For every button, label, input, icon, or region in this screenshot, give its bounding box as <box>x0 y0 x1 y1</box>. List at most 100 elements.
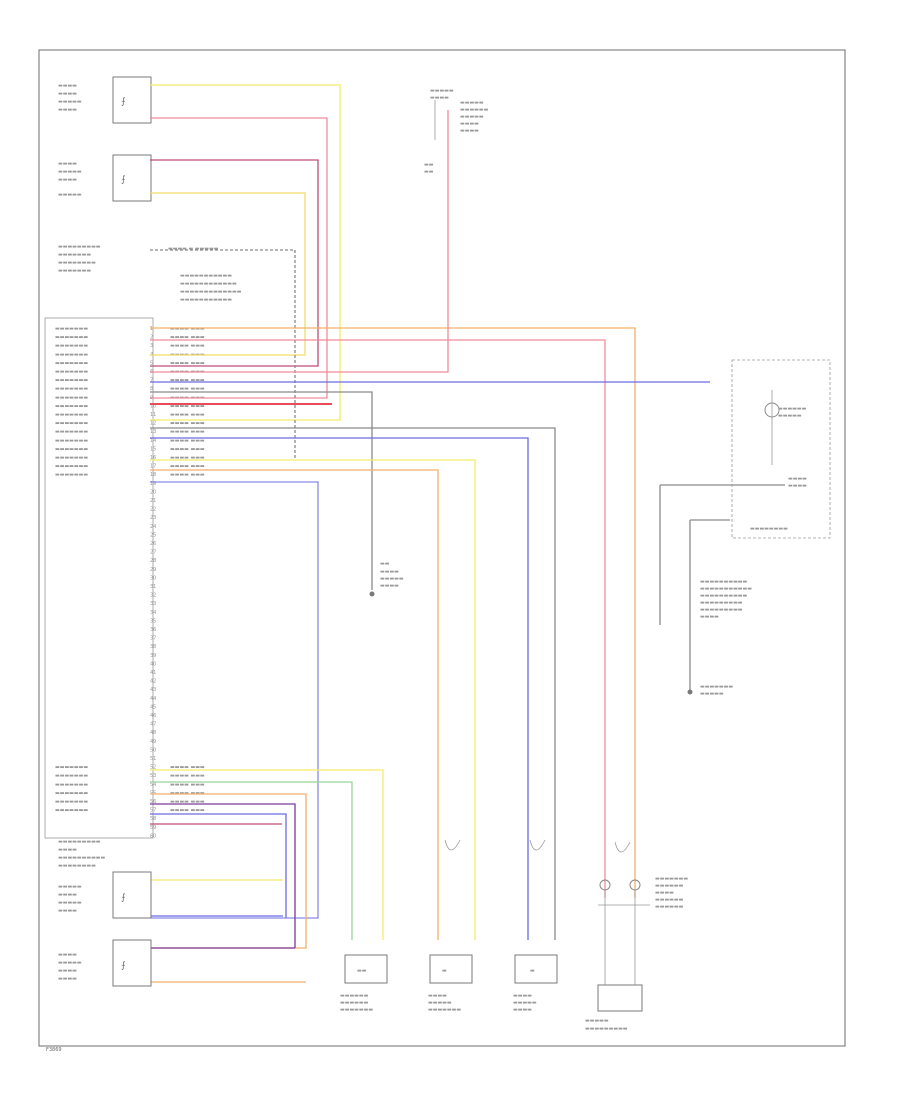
module-pin-number: 26 <box>150 541 156 547</box>
svg-text:▬▬▬▬▬: ▬▬▬▬▬ <box>513 1000 537 1006</box>
svg-text:▬▬▬▬▬▬▬▬▬: ▬▬▬▬▬▬▬▬▬ <box>700 600 743 606</box>
svg-text:▬▬▬▬: ▬▬▬▬ <box>513 1007 532 1013</box>
module-pin-label: ▬▬▬▬▬▬▬ <box>55 360 88 366</box>
svg-text:▬▬▬▬▬: ▬▬▬▬▬ <box>58 960 82 966</box>
wire-color-code: ▬▬▬▬ ▬▬▬ <box>170 782 205 788</box>
wire-gray-right <box>659 484 785 690</box>
module-pin-number: 3 <box>150 343 153 349</box>
module-pin-number: 25 <box>150 532 156 538</box>
svg-text:▬▬: ▬▬ <box>380 561 390 567</box>
svg-text:▬▬▬▬: ▬▬▬▬ <box>430 95 449 101</box>
module-pin-label: ▬▬▬▬▬▬▬ <box>55 326 88 332</box>
svg-text:▬▬▬▬: ▬▬▬▬ <box>58 177 77 183</box>
svg-text:▬▬▬▬▬▬: ▬▬▬▬▬▬ <box>460 107 489 113</box>
wire-color-code: ▬▬▬▬ ▬▬▬ <box>170 773 205 779</box>
svg-text:▬▬▬▬: ▬▬▬▬ <box>513 993 532 999</box>
module-pin-number: 57 <box>150 808 156 814</box>
wire-color-code: ▬▬▬▬ ▬▬▬ <box>170 472 205 478</box>
wire-green-1 <box>150 781 353 940</box>
svg-text:▬▬▬▬: ▬▬▬▬ <box>655 890 674 896</box>
module-pin-number: 14 <box>150 438 156 444</box>
bottom-left-sensor-1: ⨍ ▬▬▬▬▬▬▬▬▬▬▬▬▬▬▬▬▬▬ <box>58 871 152 919</box>
svg-text:▬▬▬▬▬▬▬▬▬▬▬▬: ▬▬▬▬▬▬▬▬▬▬▬▬ <box>180 281 237 287</box>
svg-text:▬▬▬▬▬▬▬: ▬▬▬▬▬▬▬ <box>700 684 733 690</box>
module-pin-label: ▬▬▬▬▬▬▬ <box>55 403 88 409</box>
module-pin-number: 46 <box>150 713 156 719</box>
module-pin-label: ▬▬▬▬▬▬▬ <box>55 765 88 771</box>
wire-color-code: ▬▬▬▬ ▬▬▬ <box>170 438 205 444</box>
connector-icon <box>529 839 546 851</box>
svg-text:▬▬▬▬: ▬▬▬▬ <box>58 107 77 113</box>
wire-color-code: ▬▬▬▬ ▬▬▬ <box>170 808 205 814</box>
module-pin-number: 36 <box>150 627 156 633</box>
wire-color-code: ▬▬▬▬ ▬▬▬ <box>170 343 205 349</box>
module-pin-number: 16 <box>150 455 156 461</box>
svg-text:▬▬▬▬: ▬▬▬▬ <box>788 483 807 489</box>
wire-color-code: ▬▬▬▬ ▬▬▬ <box>170 429 205 435</box>
svg-text:▬▬▬▬: ▬▬▬▬ <box>58 892 77 898</box>
svg-text:▬▬▬▬: ▬▬▬▬ <box>58 952 77 958</box>
bottom-airbag-2: ▬ ▬▬▬▬▬▬▬▬▬▬▬▬▬▬▬▬ <box>428 839 473 1013</box>
wire-yellow-2 <box>150 459 476 940</box>
module-pin-label: ▬▬▬▬▬▬▬ <box>55 790 88 796</box>
svg-text:▬▬▬▬▬▬▬▬: ▬▬▬▬▬▬▬▬ <box>750 526 788 532</box>
svg-text:▬▬▬▬▬▬: ▬▬▬▬▬▬ <box>655 904 684 910</box>
module-pin-label: ▬▬▬▬▬▬▬ <box>55 799 88 805</box>
wire-color-code: ▬▬▬▬ ▬▬▬ <box>170 464 205 470</box>
wire-pink-1 <box>150 117 328 399</box>
svg-text:▬▬▬▬: ▬▬▬▬ <box>380 583 399 589</box>
module-pin-number: 47 <box>150 722 156 728</box>
module-pin-number: 40 <box>150 661 156 667</box>
svg-text:▬▬▬▬: ▬▬▬▬ <box>58 83 77 89</box>
module-pin-number: 59 <box>150 825 156 831</box>
module-pin-number: 5 <box>150 360 153 366</box>
module-pin-number: 42 <box>150 679 156 685</box>
module-pin-number: 20 <box>150 489 156 495</box>
svg-text:▬▬: ▬▬ <box>357 968 367 974</box>
svg-text:▬▬▬▬▬▬▬▬▬: ▬▬▬▬▬▬▬▬▬ <box>58 244 101 250</box>
airbag-control-module <box>44 317 154 839</box>
wire-orange-1 <box>150 327 636 898</box>
top-left-sensor-2: ⨍ ▬▬▬▬▬▬▬▬▬▬▬▬▬▬▬▬▬▬ <box>58 154 152 202</box>
svg-text:▬▬▬▬▬▬: ▬▬▬▬▬▬ <box>340 993 369 999</box>
svg-text:▬▬▬▬▬▬▬▬▬▬▬: ▬▬▬▬▬▬▬▬▬▬▬ <box>700 586 752 592</box>
module-pin-number: 1 <box>150 326 153 332</box>
svg-text:▬▬▬▬: ▬▬▬▬ <box>58 847 77 853</box>
module-pin-number: 53 <box>150 773 156 779</box>
data-link-label: ▬▬▬▬▬▬▬▬▬▬▬▬▬▬▬▬ ▬▬▬▬▬▬▬▬▬▬▬▬▬▬▬ ▬▬▬▬ ▬ … <box>58 244 242 303</box>
svg-text:▬▬▬▬▬▬▬▬▬▬▬: ▬▬▬▬▬▬▬▬▬▬▬ <box>180 297 232 303</box>
module-pin-number: 50 <box>150 747 156 753</box>
svg-text:▬▬▬▬▬: ▬▬▬▬▬ <box>430 88 454 94</box>
module-pin-number: 13 <box>150 429 156 435</box>
wire-harness <box>150 84 785 983</box>
svg-text:▬▬▬▬: ▬▬▬▬ <box>788 476 807 482</box>
wire-purple-1 <box>150 803 296 948</box>
connector-icon <box>614 841 631 853</box>
module-pin-label: ▬▬▬▬▬▬▬ <box>55 438 88 444</box>
module-pin-number: 51 <box>150 756 156 762</box>
wire-orange-2 <box>150 469 439 940</box>
svg-text:▬▬▬▬: ▬▬▬▬ <box>58 161 77 167</box>
module-pin-label: ▬▬▬▬▬▬▬ <box>55 395 88 401</box>
top-left-sensor-1: ⨍ ▬▬▬▬▬▬▬▬▬▬▬▬▬▬▬▬▬ <box>58 76 152 124</box>
bottom-airbag-3: ▬ ▬▬▬▬▬▬▬▬▬▬▬▬▬ <box>513 839 558 1013</box>
module-pin-number: 52 <box>150 765 156 771</box>
svg-text:▬▬▬▬▬▬▬▬: ▬▬▬▬▬▬▬▬ <box>58 863 96 869</box>
svg-text:⨍: ⨍ <box>121 893 126 903</box>
svg-text:▬▬▬▬▬: ▬▬▬▬▬ <box>380 576 404 582</box>
svg-text:▬▬▬▬: ▬▬▬▬ <box>58 976 77 982</box>
svg-text:▬▬▬▬▬: ▬▬▬▬▬ <box>58 884 82 890</box>
module-pin-label: ▬▬▬▬▬▬▬ <box>55 808 88 814</box>
wire-gray-2 <box>150 391 373 590</box>
module-pin-number: 11 <box>150 412 156 418</box>
svg-text:▬▬▬▬▬: ▬▬▬▬▬ <box>460 114 484 120</box>
svg-text:▬▬▬▬▬▬▬: ▬▬▬▬▬▬▬ <box>58 252 91 258</box>
module-pin-number: 49 <box>150 739 156 745</box>
svg-text:▬▬▬▬▬: ▬▬▬▬▬ <box>460 100 484 106</box>
svg-text:▬▬▬▬▬▬: ▬▬▬▬▬▬ <box>778 406 807 412</box>
module-pin-number: 18 <box>150 472 156 478</box>
svg-text:▬▬▬▬▬: ▬▬▬▬▬ <box>58 99 82 105</box>
svg-text:▬▬▬▬: ▬▬▬▬ <box>428 993 447 999</box>
svg-text:▬▬▬▬: ▬▬▬▬ <box>380 569 399 575</box>
